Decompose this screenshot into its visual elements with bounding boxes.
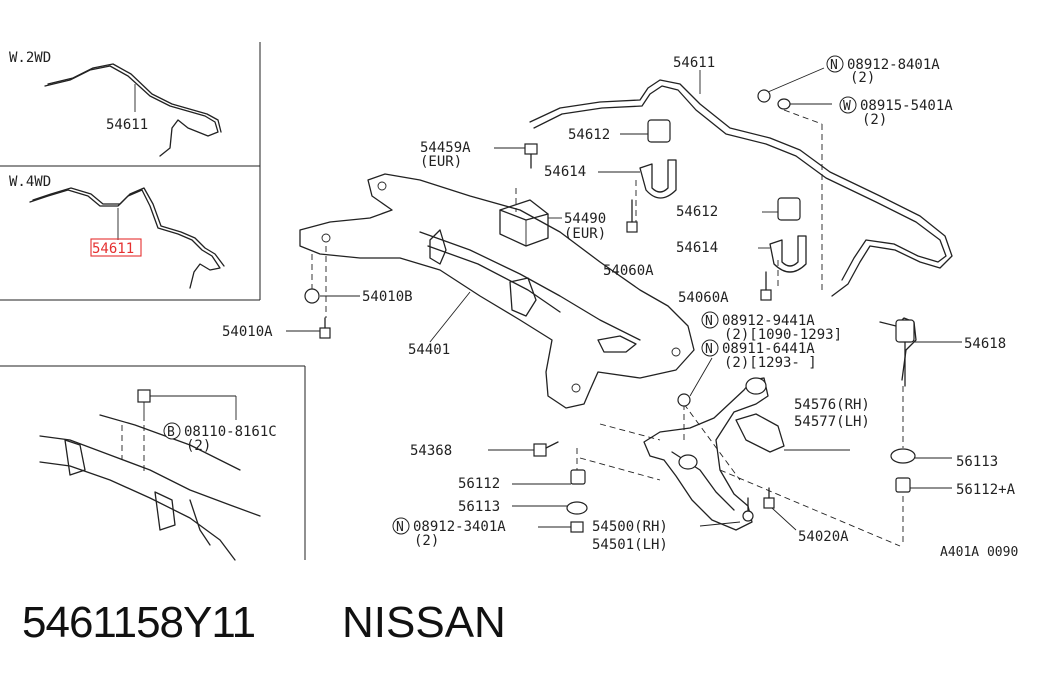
label-54576: 54576(RH) xyxy=(794,397,870,413)
clamp-upper xyxy=(598,159,677,199)
label-56112: 56112 xyxy=(458,476,500,492)
label-n3401-qty: (2) xyxy=(414,533,439,549)
crossmember xyxy=(299,173,695,409)
nut-6441 xyxy=(677,357,713,407)
label-n8401: 08912-8401A xyxy=(847,57,940,73)
label-56112a: 56112+A xyxy=(956,482,1016,498)
inset-frames xyxy=(0,42,306,560)
clamp-lower xyxy=(758,235,807,273)
label-54459a: 54459A xyxy=(420,140,471,156)
inset-4wd-part-label: 54611 xyxy=(92,241,134,257)
label-w5401: 08915-5401A xyxy=(860,98,953,114)
highlight-box xyxy=(90,238,142,257)
label-w5401-code: W xyxy=(843,99,851,114)
label-54490-sub: (EUR) xyxy=(564,226,606,242)
label-56113b: 56113 xyxy=(458,499,500,515)
label-n9441-code: N xyxy=(705,314,713,329)
stabilizer-link xyxy=(879,317,962,546)
caption-part-number: 5461158Y11 xyxy=(22,598,256,647)
bushing-lower xyxy=(762,197,801,221)
inset-bolt-view: B 08110-8161C (2) xyxy=(39,389,277,561)
label-54614a: 54614 xyxy=(544,164,586,180)
label-54500: 54500(RH) xyxy=(592,519,668,535)
label-54612a: 54612 xyxy=(568,127,610,143)
inset-2wd: W.2WD 54611 xyxy=(9,50,222,157)
inset-2wd-part-label: 54611 xyxy=(106,117,148,133)
label-54614b: 54614 xyxy=(676,240,718,256)
label-54368: 54368 xyxy=(410,443,452,459)
label-54490: 54490 xyxy=(564,211,606,227)
label-54577: 54577(LH) xyxy=(794,414,870,430)
label-54612b: 54612 xyxy=(676,204,718,220)
label-n3401-code: N xyxy=(396,520,404,535)
label-54060a-2: 54060A xyxy=(678,290,729,306)
label-n6441-sub: (2)[1293- ] xyxy=(724,355,817,371)
inset-bolt-part: 08110-8161C xyxy=(184,424,277,440)
bracket-54490 xyxy=(494,143,562,247)
label-n6441: 08911-6441A xyxy=(722,341,815,357)
label-54010b: 54010B xyxy=(362,289,413,305)
label-54020a: 54020A xyxy=(798,529,849,545)
fasteners-54010 xyxy=(286,288,360,339)
caption-brand: NISSAN xyxy=(342,598,506,647)
label-54501: 54501(LH) xyxy=(592,537,668,553)
label-n8401-code: N xyxy=(830,58,838,73)
variant-4wd-label: W.4WD xyxy=(9,174,51,190)
label-54401: 54401 xyxy=(408,342,450,358)
bushing-set-center xyxy=(488,441,588,533)
label-n8401-qty: (2) xyxy=(850,70,875,86)
label-54060a-1: 54060A xyxy=(603,263,654,279)
variant-2wd-label: W.2WD xyxy=(9,50,51,66)
stabilizer-bar xyxy=(529,70,953,297)
label-54459a-sub: (EUR) xyxy=(420,154,462,170)
inset-bolt-code: B xyxy=(167,425,175,440)
reference-code: A401A 0090 xyxy=(940,545,1018,560)
bolt-54060a-1 xyxy=(626,180,638,233)
label-54010a: 54010A xyxy=(222,324,273,340)
label-54611: 54611 xyxy=(673,55,715,71)
inset-bolt-qty: (2) xyxy=(186,438,211,454)
bolt-54060a-2 xyxy=(760,260,779,301)
label-n9441: 08912-9441A xyxy=(722,313,815,329)
inset-4wd: W.4WD 54611 xyxy=(9,174,225,289)
bushing-upper xyxy=(620,119,671,143)
label-n6441-code: N xyxy=(705,342,713,357)
label-54618: 54618 xyxy=(964,336,1006,352)
label-w5401-qty: (2) xyxy=(862,112,887,128)
nut-washer-top xyxy=(757,67,832,290)
bolt-54020a xyxy=(763,487,797,531)
label-56113a: 56113 xyxy=(956,454,998,470)
label-n9441-sub: (2)[1090-1293] xyxy=(724,327,842,343)
callout-labels: 54611 N 08912-8401A (2) W 08915-5401A (2… xyxy=(222,55,1018,560)
label-n3401: 08912-3401A xyxy=(413,519,506,535)
lower-control-arm xyxy=(579,377,901,547)
